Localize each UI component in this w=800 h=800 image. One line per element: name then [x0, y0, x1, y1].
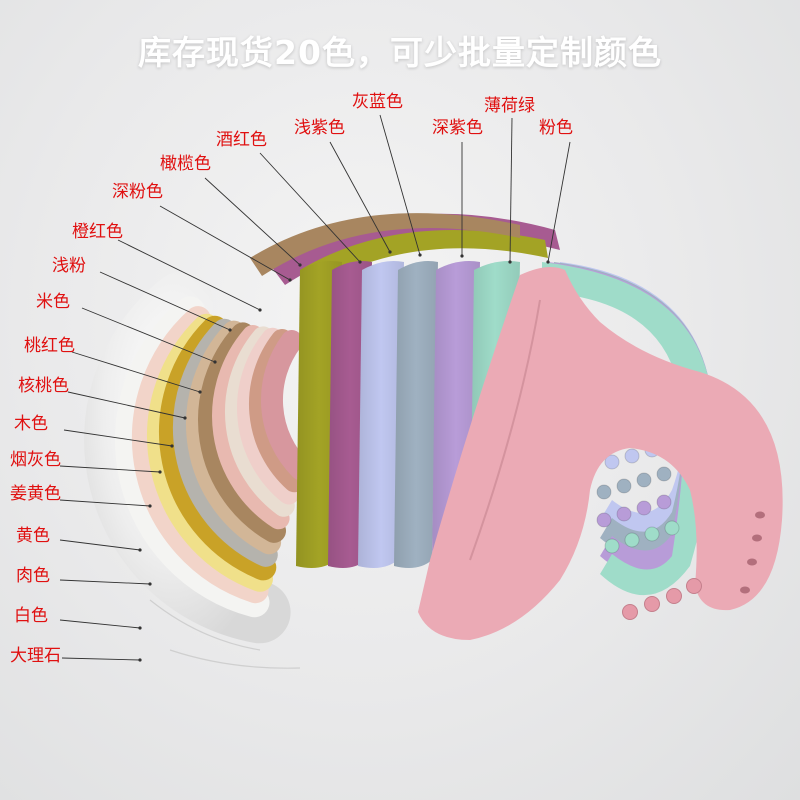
- strap-薄荷绿: [542, 262, 714, 596]
- label-薄荷绿: 薄荷绿: [484, 96, 535, 116]
- strap-button: [644, 526, 660, 542]
- leader-dot: [358, 260, 362, 264]
- leader-line: [81, 307, 216, 363]
- leader-dot: [213, 360, 217, 364]
- label-黄色: 黄色: [16, 526, 50, 546]
- leader-dot: [138, 548, 142, 552]
- strap-button: [604, 538, 620, 554]
- strap-button: [664, 520, 680, 536]
- label-深紫色: 深紫色: [432, 118, 483, 138]
- label-烟灰色: 烟灰色: [10, 450, 61, 470]
- snap-hole: [740, 586, 750, 594]
- label-核桃色: 核桃色: [18, 376, 69, 396]
- label-米色: 米色: [36, 292, 70, 312]
- label-肉色: 肉色: [16, 566, 50, 586]
- label-姜黄色: 姜黄色: [10, 484, 61, 504]
- leader-dot: [183, 416, 187, 420]
- label-酒红色: 酒红色: [216, 130, 267, 150]
- leader-line: [547, 141, 571, 263]
- leader-line: [117, 239, 261, 311]
- strap-button: [656, 494, 672, 510]
- marble-veins: [149, 599, 301, 669]
- bib-button: [622, 604, 638, 620]
- leader-line: [59, 499, 151, 507]
- leader-dot: [418, 253, 422, 257]
- bib-粉色: [418, 266, 783, 640]
- strap-button: [604, 454, 620, 470]
- strap-button: [616, 478, 632, 494]
- strap-button: [624, 448, 640, 464]
- leader-line: [159, 205, 291, 281]
- leader-dot: [158, 470, 162, 474]
- bib-深粉色: [260, 330, 312, 481]
- snap-hole: [747, 558, 757, 566]
- leader-dot: [148, 504, 152, 508]
- leader-dot: [138, 626, 142, 630]
- strap-button: [624, 532, 640, 548]
- leader-line: [59, 579, 151, 585]
- bib-strip-shade: [358, 261, 404, 568]
- label-橙红色: 橙红色: [72, 222, 123, 242]
- strap-button: [596, 484, 612, 500]
- leader-dot: [198, 390, 202, 394]
- snap-hole: [752, 534, 762, 542]
- leader-line: [67, 391, 186, 419]
- strap-button: [636, 472, 652, 488]
- leader-line: [204, 177, 301, 266]
- leader-line: [329, 141, 391, 253]
- bib-button: [644, 596, 660, 612]
- leader-dot: [388, 250, 392, 254]
- leader-dot: [170, 444, 174, 448]
- label-白色: 白色: [14, 606, 48, 626]
- label-木色: 木色: [14, 414, 48, 434]
- bib-strip-shade: [394, 261, 438, 568]
- label-大理石: 大理石: [10, 646, 61, 666]
- leader-dot: [288, 278, 292, 282]
- leader-dot: [138, 658, 142, 662]
- snap-hole: [755, 511, 765, 519]
- leader-dot: [508, 260, 512, 264]
- leader-line: [59, 465, 161, 473]
- bib-button: [686, 578, 702, 594]
- leader-dot: [546, 260, 550, 264]
- strap-button: [656, 466, 672, 482]
- headline: 库存现货20色，可少批量定制颜色: [138, 33, 662, 72]
- leader-dot: [298, 263, 302, 267]
- label-浅粉: 浅粉: [52, 256, 86, 276]
- leader-line: [99, 271, 231, 331]
- bib-arc-橄榄色: [300, 230, 548, 290]
- label-橄榄色: 橄榄色: [160, 154, 211, 174]
- leader-dot: [228, 328, 232, 332]
- leader-dot: [258, 308, 262, 312]
- front-pink-bib: [418, 266, 783, 640]
- strap-button: [636, 500, 652, 516]
- bib-button: [666, 588, 682, 604]
- label-leader-lines: [59, 114, 571, 662]
- leader-dot: [148, 582, 152, 586]
- leader-line: [379, 114, 421, 256]
- label-深粉色: 深粉色: [112, 182, 163, 202]
- leader-line: [259, 152, 361, 263]
- strap-button: [596, 512, 612, 528]
- strap-button: [616, 506, 632, 522]
- label-灰蓝色: 灰蓝色: [352, 92, 403, 112]
- bib-fold-line: [469, 299, 541, 561]
- label-浅紫色: 浅紫色: [294, 118, 345, 138]
- leader-line: [59, 539, 141, 551]
- leader-line: [509, 117, 513, 263]
- label-粉色: 粉色: [539, 118, 573, 138]
- label-桃红色: 桃红色: [24, 336, 75, 356]
- leader-line: [63, 429, 173, 447]
- leader-dot: [460, 254, 464, 258]
- leader-line: [71, 351, 201, 393]
- bib-arc-核桃色: [250, 213, 520, 276]
- leader-line: [61, 657, 141, 661]
- leader-line: [59, 619, 141, 629]
